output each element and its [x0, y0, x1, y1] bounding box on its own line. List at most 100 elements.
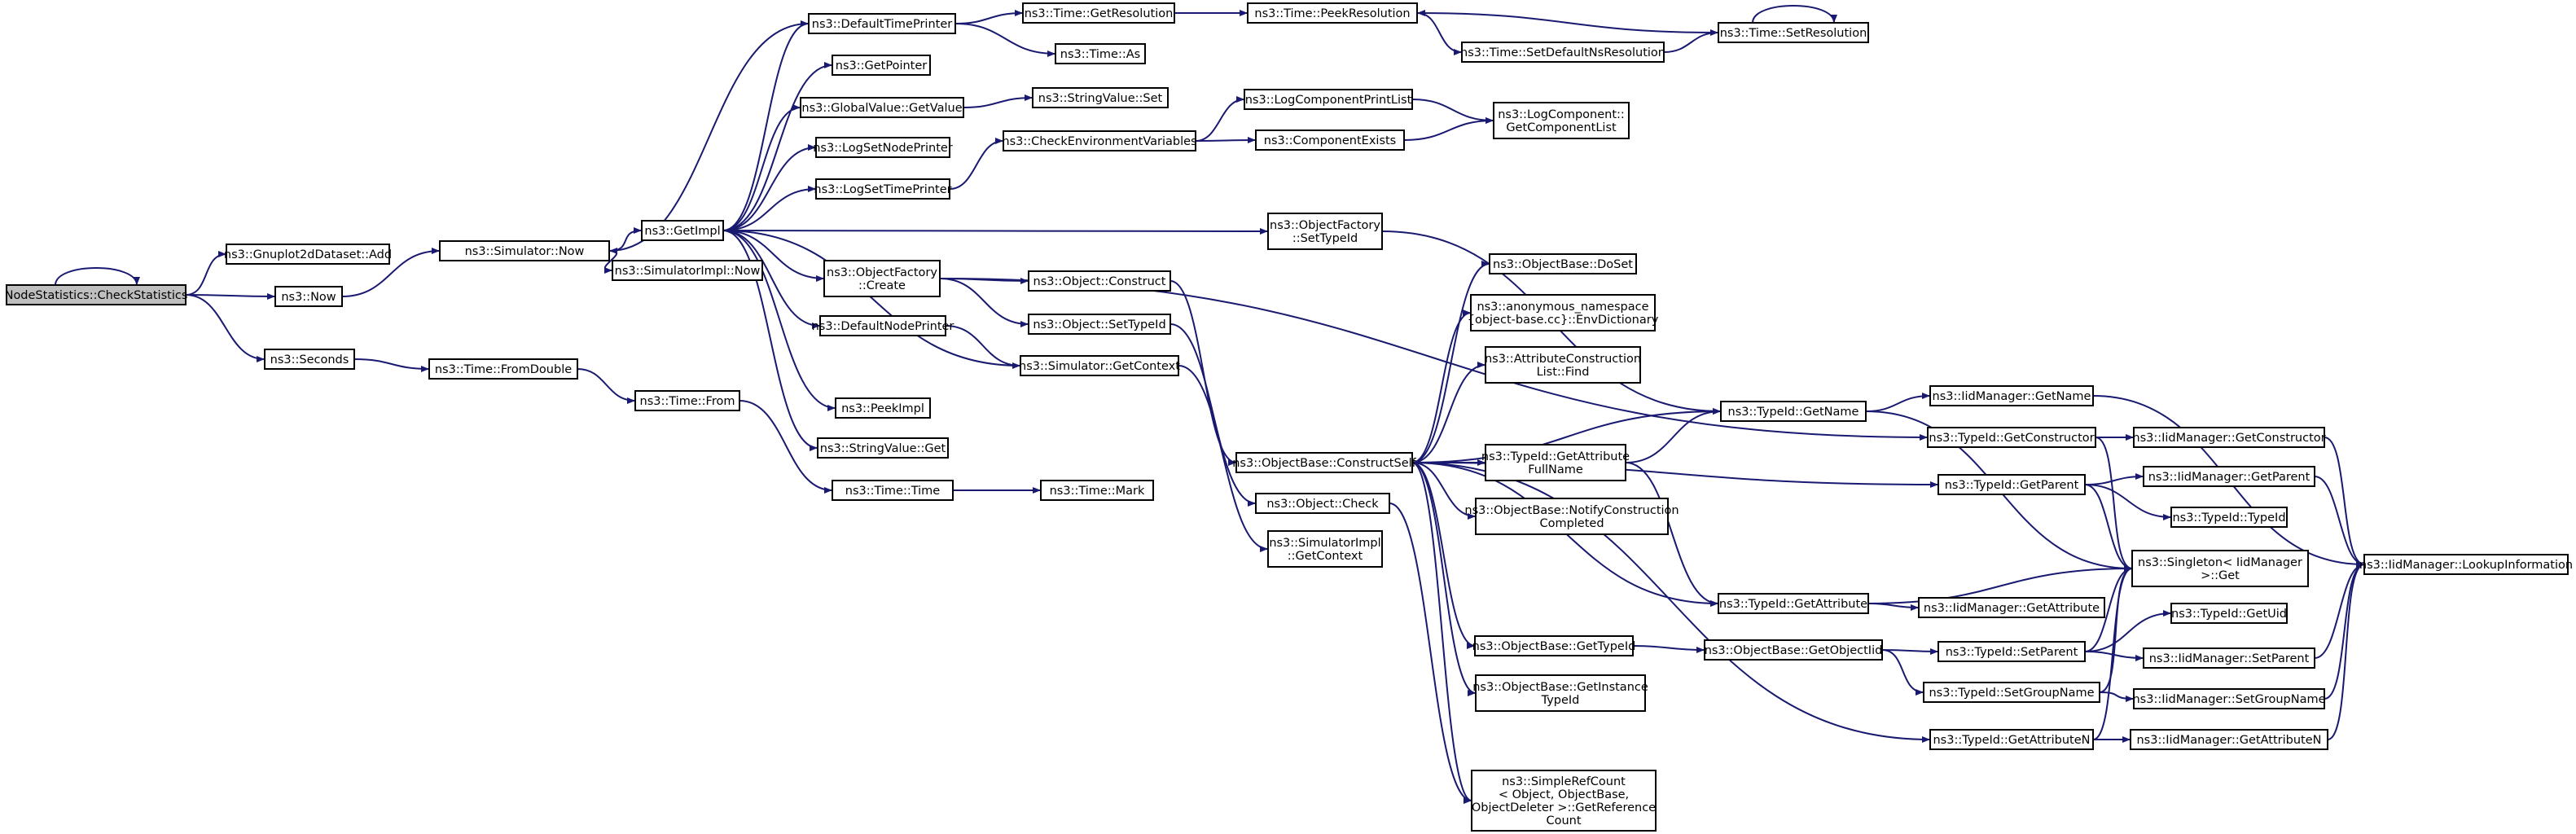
edge-getimpl-to-logsetnode	[722, 144, 817, 231]
node-label: ns3::SimpleRefCount	[1502, 775, 1626, 788]
node-iidgetctor[interactable]: ns3::IidManager::GetConstructor	[2132, 427, 2326, 448]
edge-iidgetctor-to-iidlookup	[2324, 437, 2365, 568]
node-tidgetname[interactable]: ns3::TypeId::GetName	[1720, 401, 1867, 422]
node-getres[interactable]: ns3::Time::GetResolution	[1022, 2, 1175, 24]
node-iidgetparent[interactable]: ns3::IidManager::GetParent	[2143, 466, 2315, 487]
node-label: ns3::Singleton< IidManager	[2138, 556, 2302, 569]
node-box	[808, 13, 956, 34]
node-iidsetgroup[interactable]: ns3::IidManager::SetGroupName	[2132, 688, 2326, 709]
node-now[interactable]: ns3::Now	[274, 286, 343, 307]
node-label: ns3::IidManager::GetConstructor	[2132, 432, 2325, 445]
node-objcheck[interactable]: ns3::Object::Check	[1255, 493, 1390, 514]
node-iidgetattrn[interactable]: ns3::IidManager::GetAttributeN	[2130, 729, 2328, 750]
node-tidsetgroup[interactable]: ns3::TypeId::SetGroupName	[1923, 682, 2100, 703]
node-simnow[interactable]: ns3::Simulator::Now	[439, 240, 610, 261]
node-iidgetname[interactable]: ns3::IidManager::GetName	[1929, 385, 2094, 406]
node-iidgetattr[interactable]: ns3::IidManager::GetAttribute	[1918, 597, 2105, 618]
node-box	[1475, 674, 1646, 712]
node-svset[interactable]: ns3::StringValue::Set	[1032, 87, 1169, 108]
node-notifycc[interactable]: ns3::ObjectBase::NotifyConstructionCompl…	[1464, 498, 1679, 535]
node-simimplnow[interactable]: ns3::SimulatorImpl::Now	[612, 260, 763, 281]
node-iidsetparent[interactable]: ns3::IidManager::SetParent	[2143, 647, 2315, 669]
edge-simgetctx-to-getimpl	[722, 227, 1021, 367]
edge-root-to-gp	[185, 251, 227, 296]
node-box	[2170, 507, 2288, 528]
node-label: ns3::TypeId::SetGroupName	[1929, 687, 2094, 700]
node-box	[1718, 22, 1869, 43]
node-tidgetparent[interactable]: ns3::TypeId::GetParent	[1937, 474, 2086, 495]
node-compexists[interactable]: ns3::ComponentExists	[1255, 129, 1405, 151]
node-box	[2143, 466, 2315, 487]
node-logsettime[interactable]: ns3::LogSetTimePrinter	[814, 178, 952, 200]
node-peekres[interactable]: ns3::Time::PeekResolution	[1247, 2, 1418, 24]
node-logsetnode[interactable]: ns3::LogSetNodePrinter	[813, 137, 953, 158]
node-timetime[interactable]: ns3::Time::Time	[832, 480, 954, 501]
node-fromdouble[interactable]: ns3::Time::FromDouble	[428, 358, 578, 380]
node-tidgetattrn[interactable]: ns3::TypeId::GetAttributeN	[1929, 729, 2094, 750]
node-simplerc[interactable]: ns3::SimpleRefCount< Object, ObjectBase,…	[1471, 770, 1657, 832]
node-simgetctx[interactable]: ns3::Simulator::GetContext	[1019, 355, 1180, 376]
node-objsettypeid[interactable]: ns3::Object::SetTypeId	[1028, 314, 1171, 335]
node-timefrom[interactable]: ns3::Time::From	[634, 390, 740, 411]
node-timeas[interactable]: ns3::Time::As	[1055, 43, 1146, 64]
node-label: ns3::PeekImpl	[841, 402, 924, 415]
node-obconstructself[interactable]: ns3::ObjectBase::ConstructSelf	[1232, 452, 1417, 473]
edge-getimpl-to-ofsettypeid	[722, 227, 1269, 235]
node-getptr[interactable]: ns3::GetPointer	[832, 55, 931, 76]
node-root[interactable]: NodeStatistics::CheckStatistics	[5, 284, 188, 305]
node-box	[1485, 444, 1626, 481]
node-label: ns3::ObjectBase::GetObjectIid	[1705, 644, 1883, 657]
edge-peekres-to-setdefres	[1416, 12, 1463, 55]
node-label: ns3::SimulatorImpl	[1269, 537, 1380, 550]
node-box	[1929, 385, 2094, 406]
node-singleton[interactable]: ns3::Singleton< IidManager>::Get	[2131, 550, 2309, 587]
node-peekimpl[interactable]: ns3::PeekImpl	[835, 397, 931, 419]
edge-objsettypeid-to-objcheck	[1170, 323, 1257, 507]
node-box	[1485, 346, 1641, 384]
node-box	[1244, 89, 1413, 110]
edge-obconstructself-to-notifycc	[1411, 462, 1477, 520]
node-tidsetparent[interactable]: ns3::TypeId::SetParent	[1937, 641, 2086, 662]
node-cev[interactable]: ns3::CheckEnvironmentVariables	[1002, 130, 1197, 151]
node-label: TypeId	[1541, 694, 1580, 707]
node-simimplgetctx[interactable]: ns3::SimulatorImpl::GetContext	[1267, 530, 1383, 568]
node-box	[1493, 102, 1630, 139]
node-dnp[interactable]: ns3::DefaultNodePrinter	[812, 315, 954, 336]
node-tidtypeid[interactable]: ns3::TypeId::TypeId	[2170, 507, 2288, 528]
node-box	[1247, 2, 1418, 24]
edge-compexists-to-lcgetlist	[1403, 117, 1494, 141]
node-timemark[interactable]: ns3::Time::Mark	[1040, 480, 1154, 501]
node-ofcreate[interactable]: ns3::ObjectFactory::Create	[823, 260, 941, 297]
node-tidgetuid[interactable]: ns3::TypeId::GetUid	[2170, 603, 2288, 624]
node-objconstruct[interactable]: ns3::Object::Construct	[1028, 270, 1171, 292]
node-label: ns3::Simulator::GetContext	[1019, 360, 1180, 373]
node-tidgetattr[interactable]: ns3::TypeId::GetAttribute	[1718, 593, 1869, 614]
node-box	[2363, 554, 2569, 575]
node-setdefres[interactable]: ns3::Time::SetDefaultNsResolution	[1460, 42, 1665, 63]
node-box	[1470, 294, 1656, 331]
node-svget[interactable]: ns3::StringValue::Get	[817, 437, 949, 459]
node-box	[1718, 593, 1869, 614]
node-dtp[interactable]: ns3::DefaultTimePrinter	[808, 13, 956, 34]
node-envdict[interactable]: ns3::anonymous_namespace{object-base.cc}…	[1468, 294, 1659, 331]
node-gp[interactable]: ns3::Gnuplot2dDataset::Add	[224, 244, 392, 265]
node-sec[interactable]: ns3::Seconds	[264, 349, 355, 370]
node-tidgetctor[interactable]: ns3::TypeId::GetConstructor	[1927, 427, 2096, 448]
node-lcgetlist[interactable]: ns3::LogComponent::GetComponentList	[1493, 102, 1630, 139]
node-getimpl[interactable]: ns3::GetImpl	[641, 220, 724, 241]
node-box	[819, 315, 946, 336]
node-obgettypeid[interactable]: ns3::ObjectBase::GetTypeId	[1472, 635, 1636, 656]
node-obdoset[interactable]: ns3::ObjectBase::DoSet	[1489, 253, 1637, 274]
node-iidlookup[interactable]: ns3::IidManager::LookupInformation	[2359, 554, 2573, 575]
node-gvget[interactable]: ns3::GlobalValue::GetValue	[800, 97, 964, 118]
node-lcpl[interactable]: ns3::LogComponentPrintList	[1244, 89, 1413, 110]
edge-simgetctx-to-simimplgetctx	[1178, 365, 1269, 552]
nodes-layer: NodeStatistics::CheckStatistics ns3::Gnup…	[5, 2, 2573, 832]
node-setres[interactable]: ns3::Time::SetResolution	[1718, 22, 1869, 43]
node-ofsettypeid[interactable]: ns3::ObjectFactory::SetTypeId	[1267, 213, 1383, 250]
node-obgetoid[interactable]: ns3::ObjectBase::GetObjectIid	[1704, 639, 1883, 661]
node-box	[823, 260, 941, 297]
